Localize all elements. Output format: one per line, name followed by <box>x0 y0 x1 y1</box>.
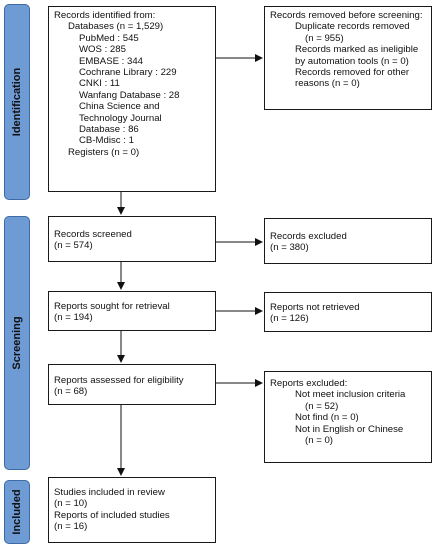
reports-excluded-box: Reports excluded: Not meet inclusion cri… <box>264 371 432 463</box>
assessed-line1: Reports assessed for eligibility <box>54 375 184 386</box>
identified-wos: WOS : 285 <box>79 44 126 56</box>
included-reports-line2: (n = 16) <box>54 521 88 533</box>
not-retrieved-line1: Reports not retrieved <box>270 302 360 313</box>
reports-sought-box: Reports sought for retrieval (n = 194) <box>48 291 216 331</box>
identified-embase: EMBASE : 344 <box>79 55 143 67</box>
phase-screening: Screening <box>4 216 30 470</box>
identified-cochrane: Cochrane Library : 229 <box>79 67 177 79</box>
screened-line2: (n = 574) <box>54 240 93 252</box>
reports-excluded-lang-line1: Not in English or Chinese <box>295 423 404 435</box>
identified-wanfang: Wanfang Database : 28 <box>79 89 180 101</box>
studies-included-box: Studies included in review (n = 10) Repo… <box>48 477 216 543</box>
included-reports-line1: Reports of included studies <box>54 509 170 521</box>
sought-line1: Reports sought for retrieval <box>54 301 170 312</box>
reports-assessed-box: Reports assessed for eligibility (n = 68… <box>48 364 216 405</box>
included-studies-line2: (n = 10) <box>54 498 88 510</box>
identified-registers: Registers (n = 0) <box>68 146 140 158</box>
removed-auto-line1: Records marked as ineligible <box>295 44 419 56</box>
reports-excluded-notfind: Not find (n = 0) <box>295 412 359 424</box>
sought-line2: (n = 194) <box>54 312 93 324</box>
phase-identification: Identification <box>4 4 30 200</box>
records-identified-box: Records identified from: Databases (n = … <box>48 6 216 192</box>
identified-china-line2: Technology Journal <box>79 112 162 124</box>
identified-china-line3: Database : 86 <box>79 124 139 136</box>
records-removed-box: Records removed before screening: Duplic… <box>264 6 432 110</box>
removed-dup-line2: (n = 955) <box>305 32 344 44</box>
included-studies-line1: Studies included in review <box>54 487 165 498</box>
assessed-line2: (n = 68) <box>54 386 88 398</box>
identified-pubmed: PubMed : 545 <box>79 32 139 44</box>
phase-included: Included <box>4 480 30 544</box>
excluded-line1: Records excluded <box>270 231 347 242</box>
identified-cnki: CNKI : 11 <box>79 78 120 90</box>
removed-other-line2: reasons (n = 0) <box>295 78 360 90</box>
identified-cbm: CB-Mdisc : 1 <box>79 135 134 147</box>
removed-dup-line1: Duplicate records removed <box>295 21 410 33</box>
reports-not-retrieved-box: Reports not retrieved (n = 126) <box>264 292 432 332</box>
identified-china-line1: China Science and <box>79 101 160 113</box>
removed-auto-line2: by automation tools (n = 0) <box>295 55 409 67</box>
reports-excluded-criteria-line2: (n = 52) <box>305 400 339 412</box>
identified-databases: Databases (n = 1,529) <box>68 21 164 33</box>
records-excluded-box: Records excluded (n = 380) <box>264 218 432 264</box>
not-retrieved-line2: (n = 126) <box>270 313 309 325</box>
screened-line1: Records screened <box>54 229 132 240</box>
identified-title: Records identified from: <box>54 10 156 21</box>
reports-excluded-lang-line2: (n = 0) <box>305 435 333 447</box>
removed-title: Records removed before screening: <box>270 10 423 21</box>
records-screened-box: Records screened (n = 574) <box>48 216 216 262</box>
reports-excluded-criteria-line1: Not meet inclusion criteria <box>295 389 406 401</box>
excluded-line2: (n = 380) <box>270 242 309 254</box>
reports-excluded-title: Reports excluded: <box>270 378 348 389</box>
removed-other-line1: Records removed for other <box>295 67 410 79</box>
